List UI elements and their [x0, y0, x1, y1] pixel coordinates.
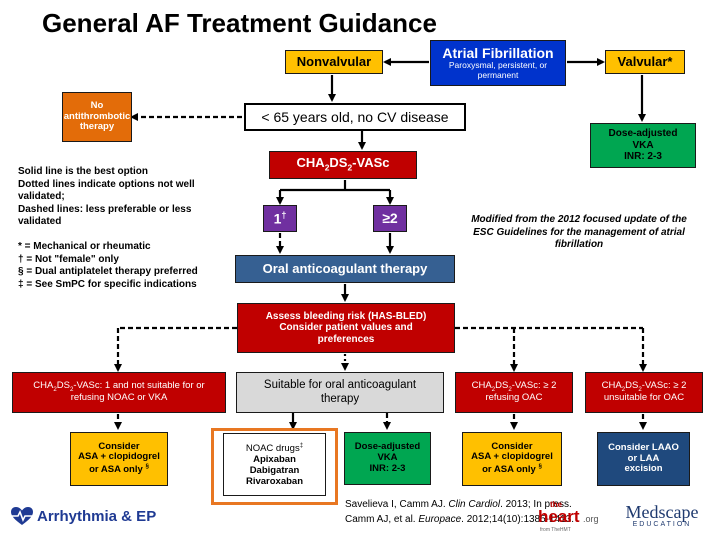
- vka-valvular-line2: VKA: [632, 139, 654, 151]
- under-65-node: < 65 years old, no CV disease: [244, 103, 466, 131]
- cha2ds2-vasc-node: CHA2DS2-VASc: [269, 151, 417, 179]
- refusing-oac-node: CHA2DS2-VASc: ≥ 2 refusing OAC: [455, 372, 573, 413]
- af-subtitle: Paroxysmal, persistent, or permanent: [448, 60, 548, 81]
- vka-line3: INR: 2-3: [369, 462, 406, 474]
- asa-right-node: Consider ASA + clopidogrel or ASA only §: [462, 432, 562, 486]
- valvular-label: Valvular*: [617, 53, 673, 69]
- citation: Savelieva I, Camm AJ. Clin Cardiol. 2013…: [345, 498, 574, 527]
- vka-valvular-node: Dose-adjusted VKA INR: 2-3: [590, 123, 696, 168]
- under-65-label: < 65 years old, no CV disease: [261, 108, 449, 125]
- asa-left-node: Consider ASA + clopidogrel or ASA only §: [70, 432, 168, 486]
- laao-line1: Consider LAAO: [608, 441, 679, 453]
- asa-right-line2: ASA + clopidogrel: [471, 451, 553, 463]
- noac-rivaroxaban: Rivaroxaban: [245, 475, 304, 487]
- legend-section: § = Dual antiplatelet therapy preferred: [18, 266, 198, 277]
- page-title: General AF Treatment Guidance: [42, 8, 437, 38]
- theheart-big: heart: [538, 507, 580, 526]
- citation-line2: Camm AJ, et al. Europace. 2012;14(10):13…: [345, 513, 575, 525]
- score-1-node: 1†: [263, 205, 297, 232]
- oral-anticoagulant-label: Oral anticoagulant therapy: [262, 260, 428, 276]
- theheart-small: the: [550, 500, 562, 509]
- legend-dagger: † = Not "female" only: [18, 253, 119, 265]
- vka-valvular-line1: Dose-adjusted: [608, 128, 678, 140]
- noac-dabigatran: Dabigatran: [249, 464, 300, 476]
- laao-line2: or LAA: [627, 452, 660, 464]
- valvular-node: Valvular*: [605, 50, 685, 74]
- theheart-org: .org: [583, 514, 599, 524]
- bleeding-line2: Consider patient values and preferences: [279, 322, 413, 345]
- asa-left-line2: ASA + clopidogrel: [78, 451, 160, 463]
- medscape-wordmark: Medscape: [625, 502, 699, 522]
- noac-highlight-frame: [211, 428, 338, 505]
- score-2-label: ≥2: [382, 210, 398, 227]
- no-antithrombotic-node: No antithrombotic therapy: [62, 92, 132, 142]
- cha2ds2-vasc-label: CHA2DS2-VASc: [296, 155, 390, 173]
- vka-valvular-line3: INR: 2-3: [624, 151, 662, 163]
- unsuitable-oac-node: CHA2DS2-VASc: ≥ 2 unsuitable for OAC: [585, 372, 703, 413]
- legend-star: * = Mechanical or rheumatic: [18, 241, 151, 252]
- unsuitable-oac-label: CHA2DS2-VASc: ≥ 2 unsuitable for OAC: [601, 380, 687, 404]
- asa-right-line1: Consider: [491, 440, 533, 452]
- score1-not-suitable-node: CHA2DS2-VASc: 1 and not suitable for or …: [12, 372, 226, 413]
- arrhythmia-ep-label: Arrhythmia & EP: [37, 507, 157, 525]
- vka-node: Dose-adjusted VKA INR: 2-3: [344, 432, 431, 485]
- suitable-oac-node: Suitable for oral anticoagulant therapy: [236, 372, 444, 413]
- citation-line1: Savelieva I, Camm AJ. Clin Cardiol. 2013…: [345, 499, 572, 510]
- af-title: Atrial Fibrillation: [442, 45, 554, 62]
- symbol-legend: * = Mechanical or rheumatic † = Not "fem…: [18, 241, 228, 291]
- arrhythmia-ep-logo: Arrhythmia & EP: [10, 506, 156, 526]
- source-note: Modified from the 2012 focused update of…: [471, 214, 687, 250]
- noac-apixaban: Apixaban: [253, 453, 296, 465]
- medscape-education: EDUCATION: [632, 521, 692, 528]
- no-antithrombotic-label: No antithrombotic therapy: [63, 99, 131, 133]
- vka-line1: Dose-adjusted: [354, 441, 421, 453]
- score-1-label: 1†: [273, 210, 287, 227]
- theheart-logo: the heart .org from TheHMT: [538, 500, 606, 534]
- legend-dotted: Dotted lines indicate options not well v…: [18, 178, 195, 203]
- vka-line2: VKA: [377, 452, 398, 464]
- nonvalvular-node: Nonvalvular: [285, 50, 383, 74]
- laao-line3: excision: [624, 463, 663, 475]
- legend-double-dagger: ‡ = See SmPC for specific indications: [18, 278, 197, 290]
- score1-not-suitable-label: CHA2DS2-VASc: 1 and not suitable for or …: [33, 380, 205, 404]
- legend-dashed: Dashed lines: less preferable or less va…: [18, 203, 192, 228]
- legend-solid: Solid line is the best option: [18, 166, 149, 177]
- atrial-fibrillation-node: Atrial Fibrillation Paroxysmal, persiste…: [430, 40, 566, 86]
- suitable-oac-label: Suitable for oral anticoagulant therapy: [263, 379, 417, 405]
- asa-right-line3: or ASA only §: [482, 463, 542, 476]
- asa-left-line1: Consider: [98, 440, 140, 452]
- refusing-oac-label: CHA2DS2-VASc: ≥ 2 refusing OAC: [471, 380, 557, 404]
- noac-drugs-node: NOAC drugs‡ Apixaban Dabigatran Rivaroxa…: [223, 433, 326, 496]
- asa-left-line3: or ASA only §: [89, 463, 149, 476]
- nonvalvular-label: Nonvalvular: [296, 53, 372, 69]
- oral-anticoagulant-node: Oral anticoagulant therapy: [235, 255, 455, 283]
- score-2-node: ≥2: [373, 205, 407, 232]
- bleeding-risk-node: Assess bleeding risk (HAS-BLED) Consider…: [237, 303, 455, 353]
- medscape-logo: Medscape EDUCATION: [614, 503, 710, 528]
- heart-rhythm-icon: [11, 507, 33, 525]
- theheart-tag: from TheHMT: [540, 527, 571, 533]
- line-style-legend: Solid line is the best option Dotted lin…: [18, 166, 218, 229]
- laao-node: Consider LAAO or LAA excision: [597, 432, 690, 486]
- noac-heading: NOAC drugs‡: [245, 441, 304, 454]
- bleeding-line1: Assess bleeding risk (HAS-BLED): [265, 310, 427, 322]
